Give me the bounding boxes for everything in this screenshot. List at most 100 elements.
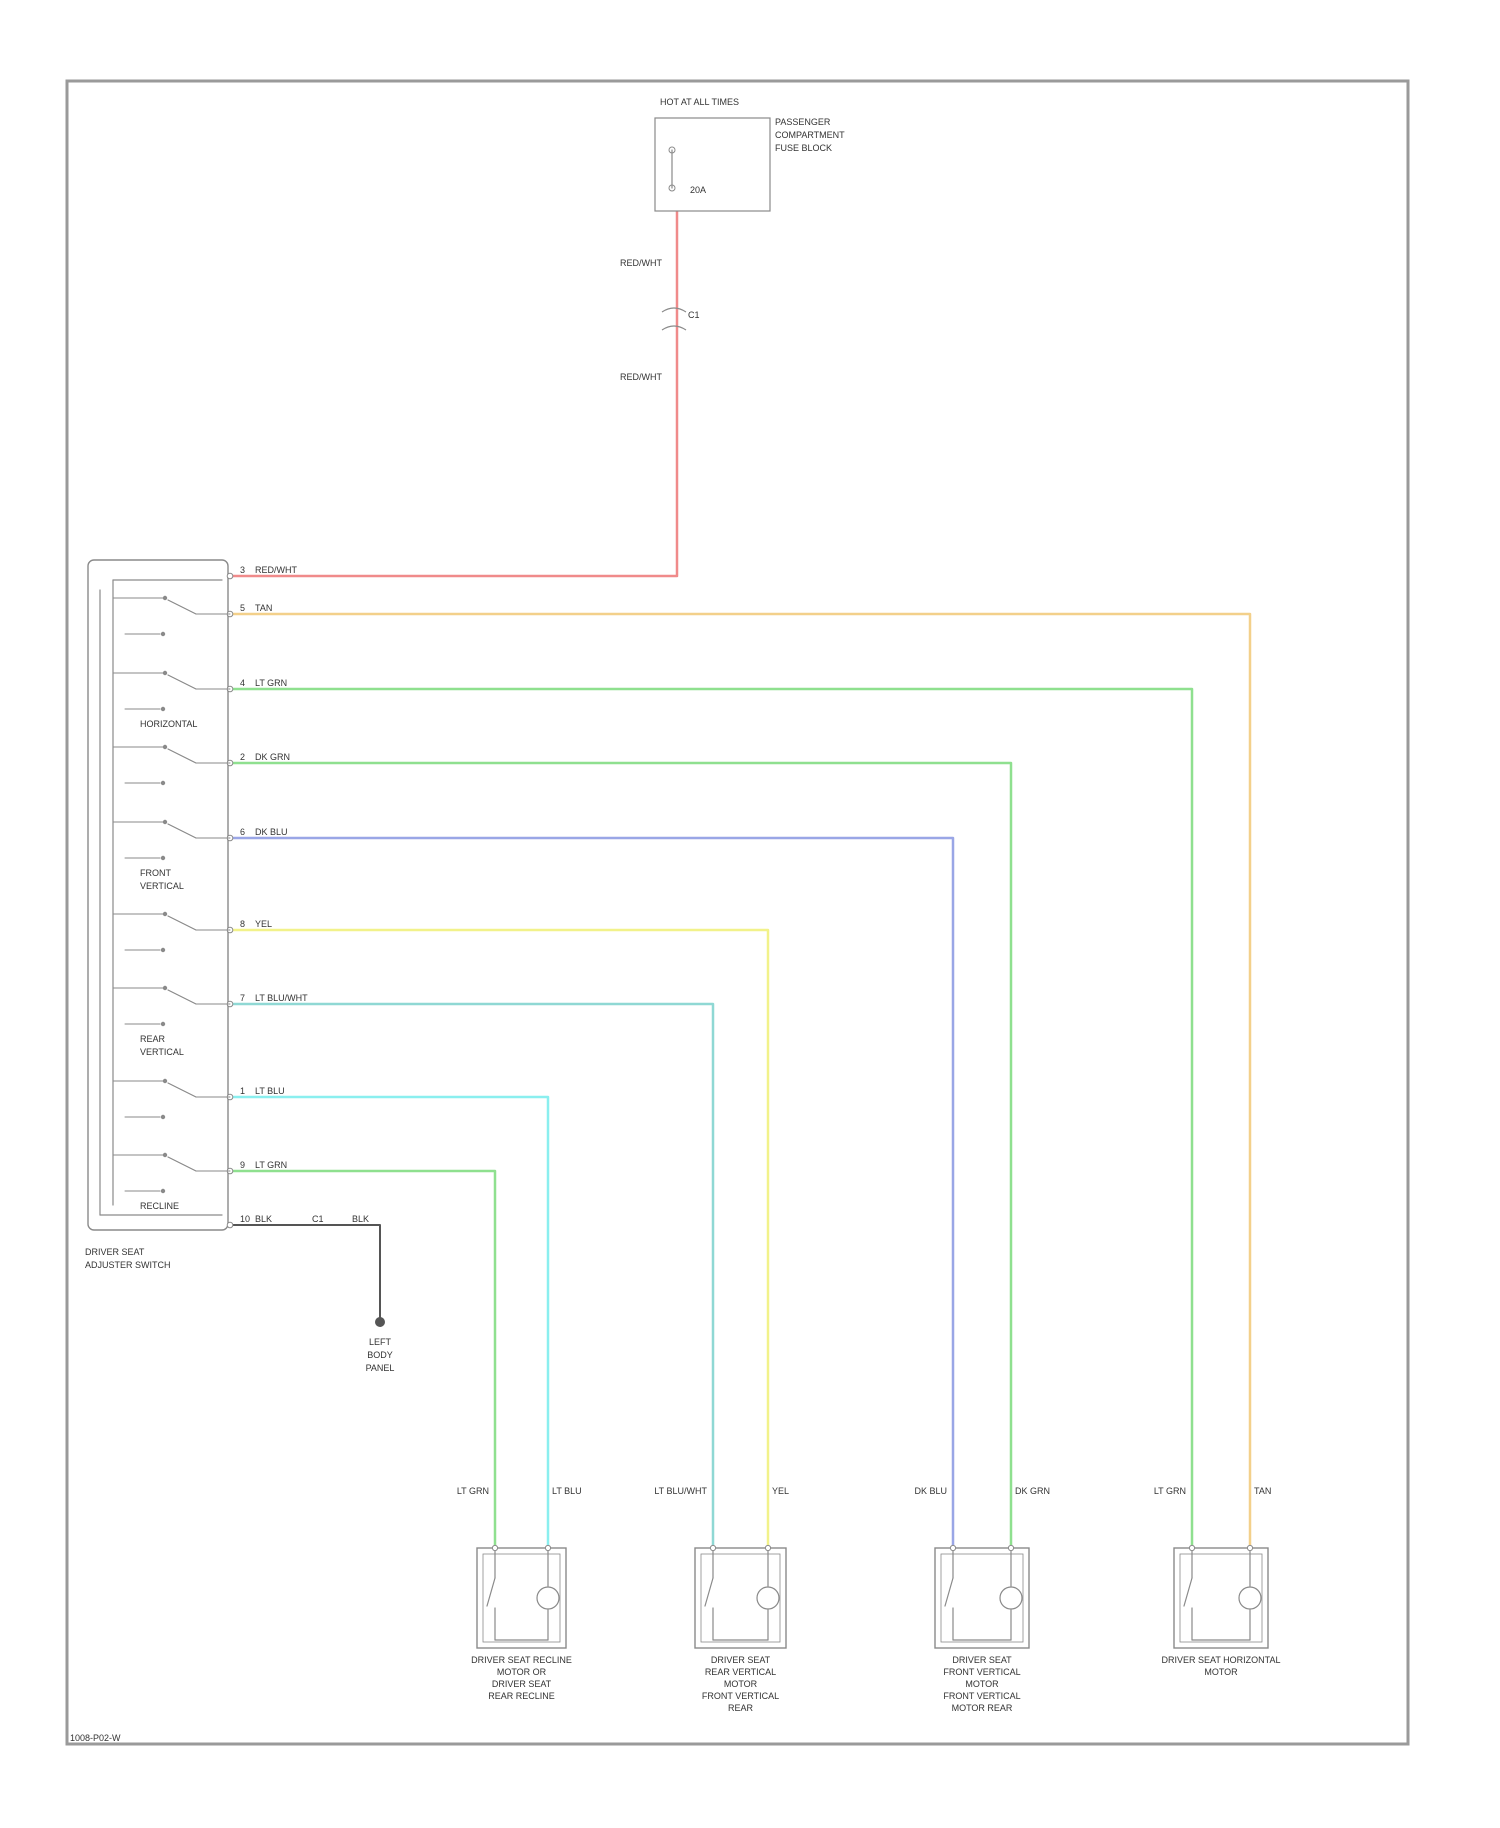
switch-blade (168, 675, 196, 689)
motor-contact (1184, 1578, 1192, 1606)
motor-wire-label-a: LT GRN (457, 1486, 489, 1496)
switch-pin-wire-label: LT BLU (255, 1086, 285, 1096)
motor-caption: FRONT VERTICAL (702, 1691, 779, 1701)
diagram-frame (67, 81, 1408, 1744)
switch-pin-wire-label: TAN (255, 603, 272, 613)
switch-pin (227, 1222, 233, 1228)
switch-pin-wire-label: DK BLU (255, 827, 288, 837)
switch-pin-wire-label: BLK (255, 1214, 272, 1224)
switch-contact-dot (163, 820, 167, 824)
ground-caption: LEFT (369, 1337, 392, 1347)
motor-caption: REAR (728, 1703, 754, 1713)
motor-symbol-icon (537, 1587, 559, 1609)
wire-lt-grn (230, 1171, 495, 1548)
motor-caption: DRIVER SEAT (711, 1655, 771, 1665)
switch-contact-dot (161, 948, 165, 952)
motor-wire-label-a: DK BLU (914, 1486, 947, 1496)
wire-dk-grn (230, 763, 1011, 1548)
switch-group-label: FRONT (140, 868, 171, 878)
motor-symbol-icon (757, 1587, 779, 1609)
fuse-rating-label: 20A (690, 185, 706, 195)
connector-symbol (662, 308, 686, 312)
switch-assembly-caption: ADJUSTER SWITCH (85, 1260, 171, 1270)
motor-caption: MOTOR (1204, 1667, 1238, 1677)
motor-pin (765, 1545, 770, 1550)
motor-wire-label-b: TAN (1254, 1486, 1271, 1496)
driver-seat-adjuster-switch: 3RED/WHT5TAN4LT GRN2DK GRN6DK BLU8YEL7LT… (85, 560, 394, 1373)
switch-contact-dot (161, 632, 165, 636)
fuse-connector-label: C1 (688, 310, 700, 320)
switch-group-label: VERTICAL (140, 1047, 184, 1057)
motor-symbol-icon (1000, 1587, 1022, 1609)
motor-pin (1189, 1545, 1194, 1550)
motor-wire-label-a: LT GRN (1154, 1486, 1186, 1496)
switch-pin-number: 5 (240, 603, 245, 613)
switch-contact-dot (163, 1079, 167, 1083)
switch-pin-number: 2 (240, 752, 245, 762)
switch-pin-wire-label: DK GRN (255, 752, 290, 762)
motor-caption: REAR RECLINE (488, 1691, 555, 1701)
motor-contact (487, 1578, 495, 1606)
switch-blade (168, 990, 196, 1004)
wire-yel (230, 930, 768, 1548)
switch-blade (168, 824, 196, 838)
switch-group-label: VERTICAL (140, 881, 184, 891)
motor-outline (695, 1548, 786, 1648)
switch-pin-number: 10 (240, 1214, 250, 1224)
diagram-id-footnote: 1008-P02-W (70, 1733, 121, 1743)
switch-group-label: RECLINE (140, 1201, 179, 1211)
switch-contact-dot (163, 1153, 167, 1157)
motor-wire-label-b: LT BLU (552, 1486, 582, 1496)
motor-pin (1247, 1545, 1252, 1550)
motor-caption: DRIVER SEAT RECLINE (471, 1655, 572, 1665)
switch-pin-number: 3 (240, 565, 245, 575)
fuse-block-desc-line: PASSENGER (775, 117, 831, 127)
motor-caption: DRIVER SEAT (492, 1679, 552, 1689)
switch-contact-dot (161, 1022, 165, 1026)
fuse-block-desc-line: FUSE BLOCK (775, 143, 832, 153)
switch-pin-wire-label: LT GRN (255, 1160, 287, 1170)
switch-contact-dot (163, 671, 167, 675)
switch-pin-number: 4 (240, 678, 245, 688)
motor-wire-label-a: LT BLU/WHT (654, 1486, 707, 1496)
wires-layer (230, 211, 1250, 1548)
switch-contact-dot (161, 1115, 165, 1119)
motor-symbol-icon (1239, 1587, 1261, 1609)
switch-group-label: HORIZONTAL (140, 719, 197, 729)
motor-caption: MOTOR (965, 1679, 999, 1689)
fuse-block-header: HOT AT ALL TIMES (660, 97, 739, 107)
ground-connector-label: C1 (312, 1214, 324, 1224)
switch-contact-dot (163, 745, 167, 749)
switch-pin-number: 6 (240, 827, 245, 837)
switch-pin-wire-label: YEL (255, 919, 272, 929)
motor-caption: DRIVER SEAT (952, 1655, 1012, 1665)
switch-pin-wire-label: LT BLU/WHT (255, 993, 308, 1003)
switch-pin-number: 1 (240, 1086, 245, 1096)
fuse-wire-label: RED/WHT (620, 372, 662, 382)
motor-pin (710, 1545, 715, 1550)
switch-assembly-caption: DRIVER SEAT (85, 1247, 145, 1257)
motor-pin (545, 1545, 550, 1550)
motor-caption: MOTOR (724, 1679, 758, 1689)
seat-motor: LT GRNTANDRIVER SEAT HORIZONTALMOTOR (1154, 1486, 1281, 1677)
switch-contact-dot (163, 986, 167, 990)
motor-wire-label-b: YEL (772, 1486, 789, 1496)
switch-group-label: REAR (140, 1034, 166, 1044)
switch-contact-dot (161, 1189, 165, 1193)
switch-pin (227, 573, 233, 579)
motor-caption: MOTOR REAR (952, 1703, 1013, 1713)
ground-point-icon (375, 1317, 385, 1327)
motor-pin (492, 1545, 497, 1550)
ground-caption: PANEL (366, 1363, 395, 1373)
motor-caption: FRONT VERTICAL (943, 1691, 1020, 1701)
motor-caption: FRONT VERTICAL (943, 1667, 1020, 1677)
motor-pin (950, 1545, 955, 1550)
switch-pin-number: 8 (240, 919, 245, 929)
switch-blade (168, 600, 196, 614)
motor-contact (945, 1578, 953, 1606)
motor-outline (477, 1548, 566, 1648)
fuse-block: HOT AT ALL TIMESPASSENGERCOMPARTMENTFUSE… (620, 97, 845, 382)
switch-pin-wire-label: LT GRN (255, 678, 287, 688)
